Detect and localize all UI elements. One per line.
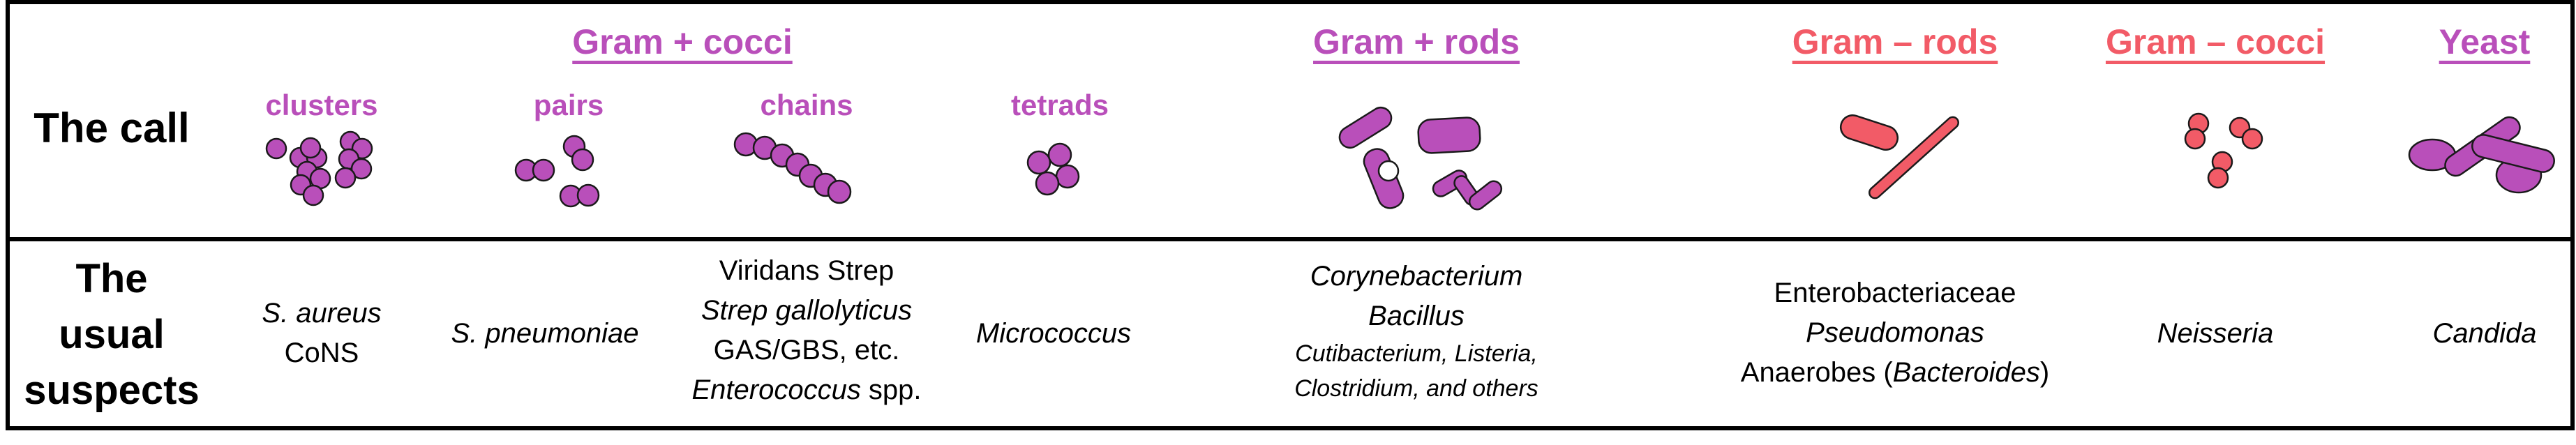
organism-name: Enterobacteriaceae [1774, 278, 2016, 308]
gram-positive-rods-icon [1338, 106, 1503, 211]
sublabel-clusters: clusters [265, 89, 378, 121]
row-label-line: The [75, 256, 148, 301]
organism-name: Clostridium, and others [1294, 375, 1538, 402]
organism-name: Candida [2432, 318, 2537, 349]
organism-name: Cutibacterium, Listeria, [1295, 340, 1538, 367]
cocci-clusters-icon [265, 130, 373, 206]
organism-genus: Bacteroides [1892, 357, 2040, 388]
row-label-usual-suspects: The usual suspects [14, 251, 209, 418]
sublabel-pairs: pairs [533, 89, 604, 121]
suspects-chains: Viridans Strep Strep gallolyticus GAS/GB… [691, 251, 921, 410]
header-yeast: Yeast [2439, 22, 2531, 61]
header-gram-positive-cocci: Gram + cocci [572, 22, 793, 61]
row-label-the-call: The call [33, 105, 190, 151]
suspects-yeast: Candida [2432, 314, 2536, 354]
suspects-gram-negative-rods: Enterobacteriaceae Pseudomonas Anaerobes… [1741, 273, 2049, 393]
organism-suffix: spp. [860, 375, 922, 405]
organism-name: GAS/GBS, etc. [713, 335, 900, 365]
organism-name: Enterococcus spp. [691, 370, 921, 410]
suspects-pairs: S. pneumoniae [451, 314, 638, 354]
organism-name: Corynebacterium [1310, 261, 1523, 292]
suspects-tetrads: Micrococcus [976, 314, 1131, 354]
row-label-line: suspects [24, 368, 200, 413]
sublabel-tetrads: tetrads [1010, 89, 1109, 121]
organism-name: Micrococcus [975, 318, 1132, 349]
organism-name: S. pneumoniae [451, 318, 639, 349]
morphology-illustrations [265, 106, 2555, 211]
organism-name: Anaerobes (Bacteroides) [1741, 353, 2049, 393]
gram-negative-cocci-icon [2184, 112, 2263, 189]
header-gram-negative-rods: Gram – rods [1792, 22, 1998, 61]
organism-name: Neisseria [2157, 318, 2274, 349]
organism-genus: Enterococcus [691, 375, 861, 405]
suspects-clusters: S. aureus CoNS [262, 294, 381, 373]
cocci-pairs-icon [514, 135, 600, 208]
header-gram-negative-cocci: Gram – cocci [2105, 22, 2326, 61]
cocci-tetrads-icon [1026, 142, 1080, 196]
gram-negative-rods-icon [1839, 114, 1959, 199]
cocci-chains-icon [733, 132, 852, 204]
organism-name: Viridans Strep [719, 255, 894, 286]
row-label-line: usual [59, 312, 165, 357]
organism-paren: ) [2039, 357, 2050, 388]
suspects-gram-negative-cocci: Neisseria [2157, 314, 2274, 354]
organism-name: Bacillus [1368, 301, 1465, 331]
table-frame [6, 0, 2575, 430]
sublabel-chains: chains [760, 89, 853, 121]
organism-name: CoNS [284, 338, 359, 368]
suspects-gram-positive-rods: Corynebacterium Bacillus Cutibacterium, … [1294, 257, 1538, 406]
yeast-pseudohyphae-icon [2408, 116, 2555, 194]
organism-name: Pseudomonas [1806, 317, 1984, 348]
organism-group: Anaerobes ( [1740, 357, 1893, 388]
organism-name: S. aureus [262, 298, 382, 329]
organism-name: Strep gallolyticus [701, 295, 913, 326]
row-divider [6, 237, 2575, 241]
header-gram-positive-rods: Gram + rods [1313, 22, 1520, 61]
